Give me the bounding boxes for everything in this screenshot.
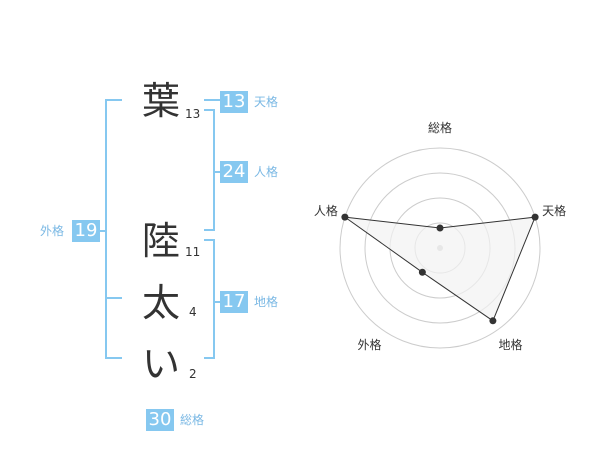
chikaku-label: 地格 — [254, 295, 279, 309]
name-char-2: 陸 — [142, 219, 181, 263]
radar-axis-label-tenkaku: 天格 — [542, 203, 567, 218]
radar-grid-ring — [339, 147, 541, 349]
radar-point-2 — [489, 317, 497, 325]
soukaku-label: 総格 — [180, 413, 205, 427]
stroke-count-4: 2 — [189, 367, 197, 381]
gaikaku-bracket — [105, 99, 122, 359]
chikaku-bracket — [204, 239, 215, 359]
stroke-count-3: 4 — [189, 305, 197, 319]
name-char-1: 葉 — [142, 79, 181, 123]
radar-axis-label-jinkaku: 人格 — [313, 203, 338, 218]
radar-axis-label-soukaku: 総格 — [428, 121, 453, 135]
jinkaku-label: 人格 — [254, 165, 279, 179]
stroke-count-1: 13 — [185, 107, 201, 121]
radar-point-3 — [418, 268, 426, 276]
radar-axis-label-chikaku: 地格 — [498, 338, 523, 353]
radar-axis-label-gaikaku: 外格 — [357, 338, 382, 353]
tenkaku-value: 13 — [220, 91, 248, 113]
soukaku-value: 30 — [146, 409, 174, 431]
radar-point-4 — [341, 213, 349, 221]
gaikaku-label: 外格 — [40, 224, 65, 238]
radar-point-1 — [531, 213, 539, 221]
jinkaku-bracket — [204, 109, 215, 231]
name-char-4: い — [142, 342, 181, 386]
tenkaku-label: 天格 — [254, 95, 279, 109]
gaikaku-value: 19 — [72, 220, 100, 242]
name-char-3: 太 — [142, 281, 181, 325]
radar-series-polygon — [344, 216, 536, 322]
chikaku-value: 17 — [220, 291, 248, 313]
jinkaku-value: 24 — [220, 161, 248, 183]
radar-point-0 — [436, 224, 444, 232]
stroke-count-2: 11 — [185, 245, 201, 259]
